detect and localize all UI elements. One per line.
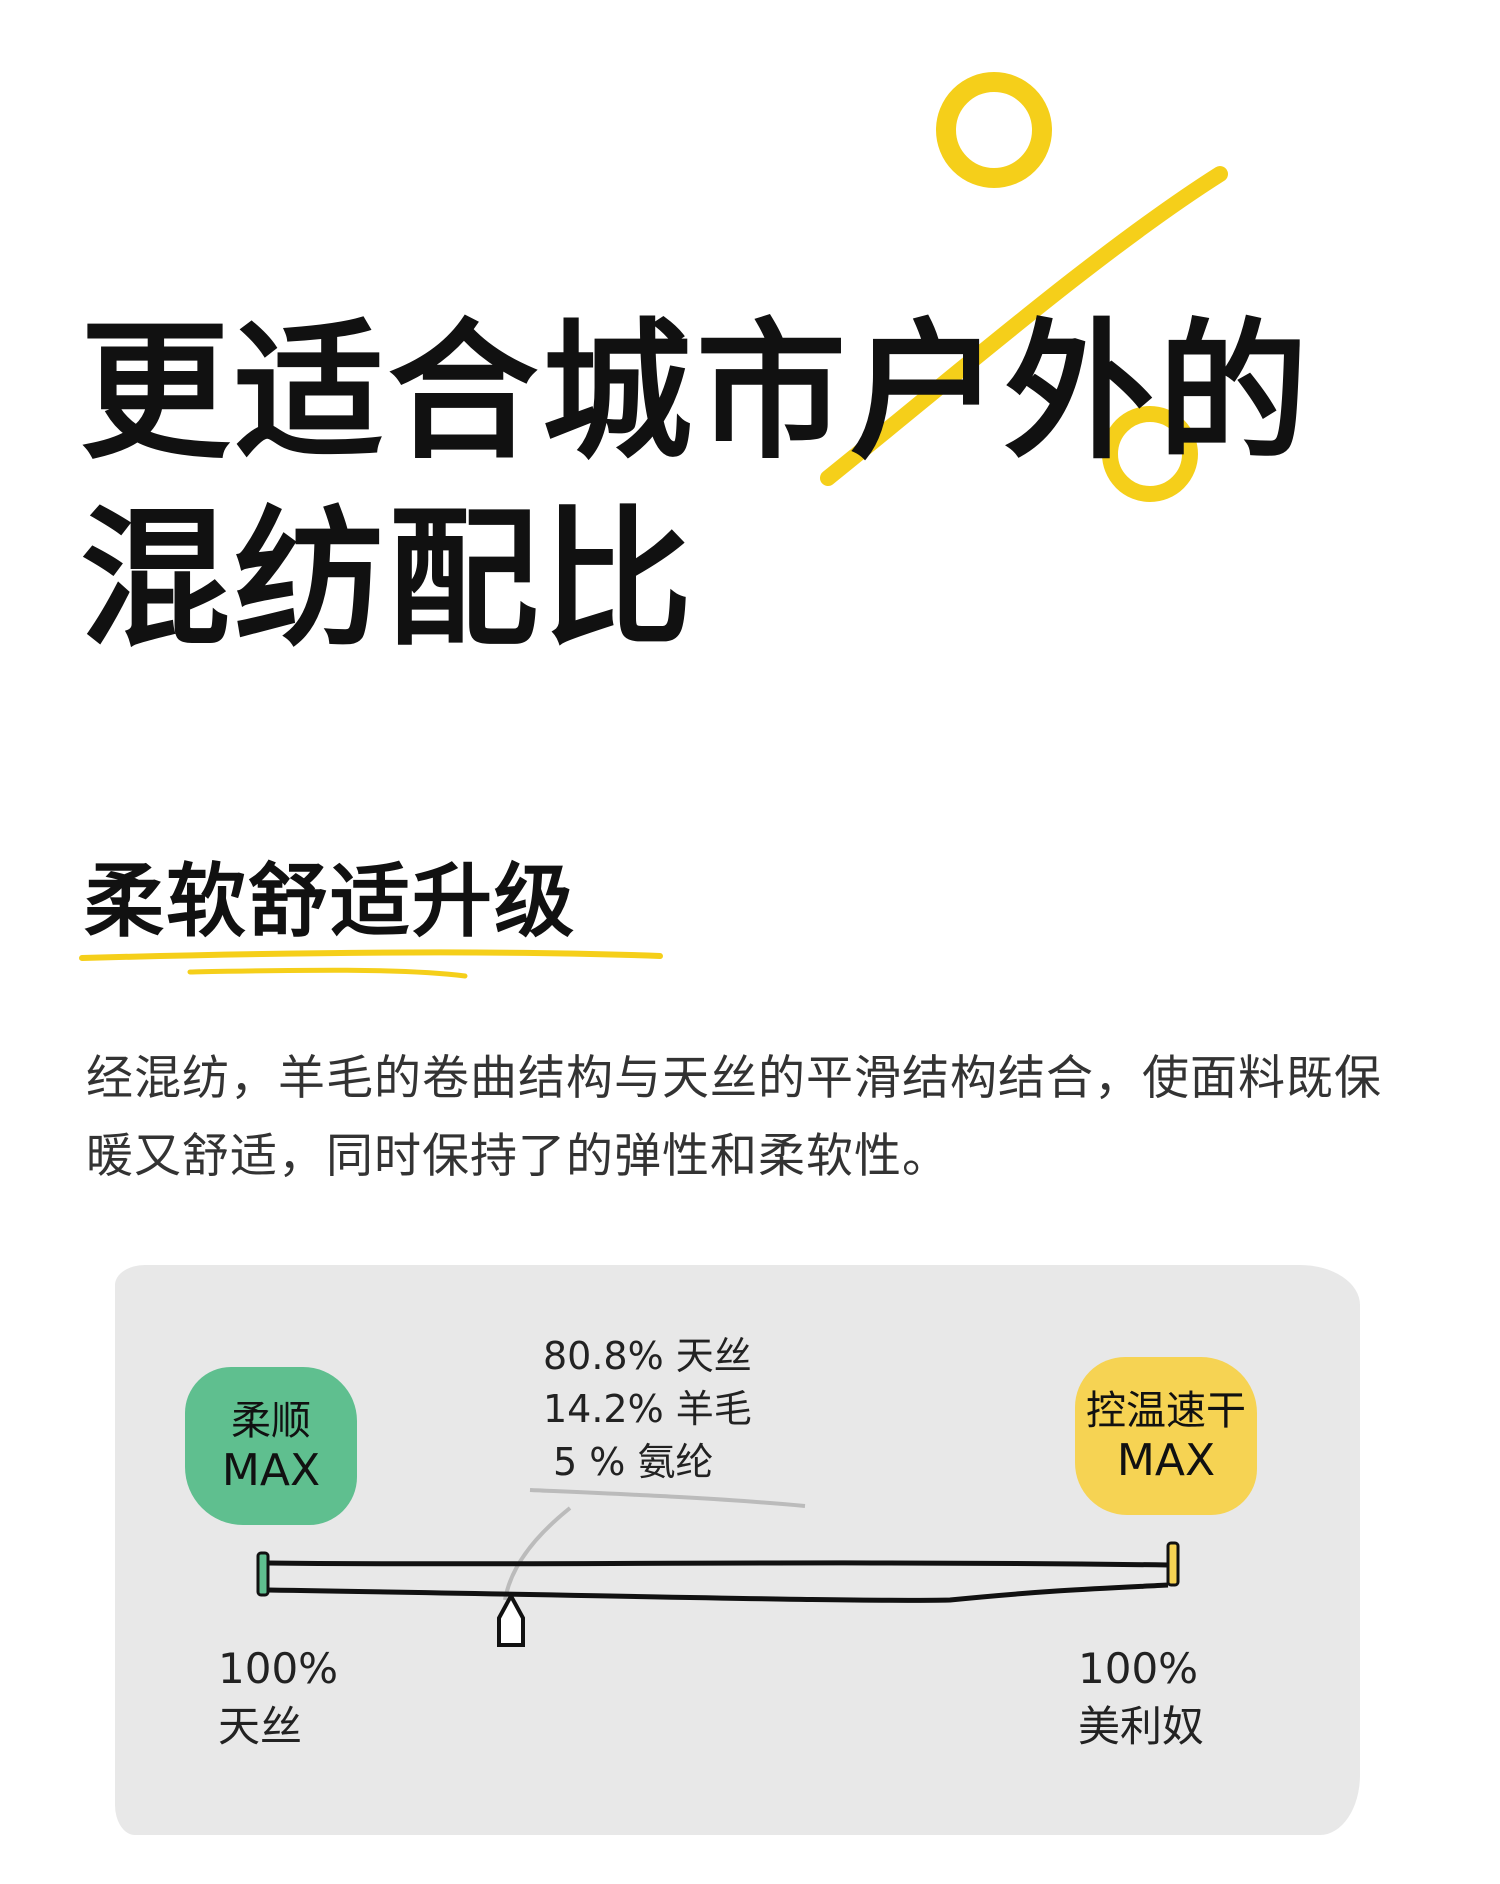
badge-label: 柔顺 (231, 1398, 311, 1444)
right-end-label: 100% 美利奴 (1078, 1640, 1204, 1756)
leader-underline (529, 1488, 806, 1508)
blend-item: 14.2% 羊毛 (543, 1387, 752, 1431)
badge-max: MAX (1116, 1435, 1216, 1486)
blend-item: 5 % 氨纶 (553, 1440, 714, 1484)
left-end-percent: 100% (218, 1644, 339, 1693)
blend-item: 80.8% 天丝 (543, 1334, 752, 1378)
leader-line (503, 1506, 572, 1601)
badge-label: 控温速干 (1086, 1388, 1246, 1434)
badge-max: MAX (221, 1445, 321, 1496)
subtitle-underline (79, 949, 663, 979)
left-end-cap (256, 1551, 270, 1597)
page-title-line2: 混纺配比 (80, 493, 697, 667)
left-end-material: 天丝 (218, 1702, 303, 1751)
temperature-max-badge: 控温速干 MAX (1075, 1357, 1257, 1515)
percent-sign-icon (820, 72, 1228, 502)
section-subtitle: 柔软舒适升级 (84, 855, 576, 948)
page-title-line1: 更适合城市户外的 (80, 306, 1313, 480)
right-end-material: 美利奴 (1078, 1702, 1205, 1751)
right-end-cap (1166, 1541, 1180, 1587)
beam-bottom (267, 1582, 1169, 1603)
section-paragraph: 经混纺，羊毛的卷曲结构与天丝的平滑结构结合，使面料既保暖又舒适，同时保持了的弹性… (86, 1051, 1382, 1184)
fulcrum-icon (497, 1591, 525, 1647)
beam-top (267, 1560, 1169, 1568)
right-end-percent: 100% (1078, 1644, 1199, 1693)
blend-ratio-list: 80.8% 天丝 14.2% 羊毛 5 % 氨纶 (543, 1330, 752, 1489)
softness-max-badge: 柔顺 MAX (185, 1367, 357, 1525)
left-end-label: 100% 天丝 (218, 1640, 338, 1756)
